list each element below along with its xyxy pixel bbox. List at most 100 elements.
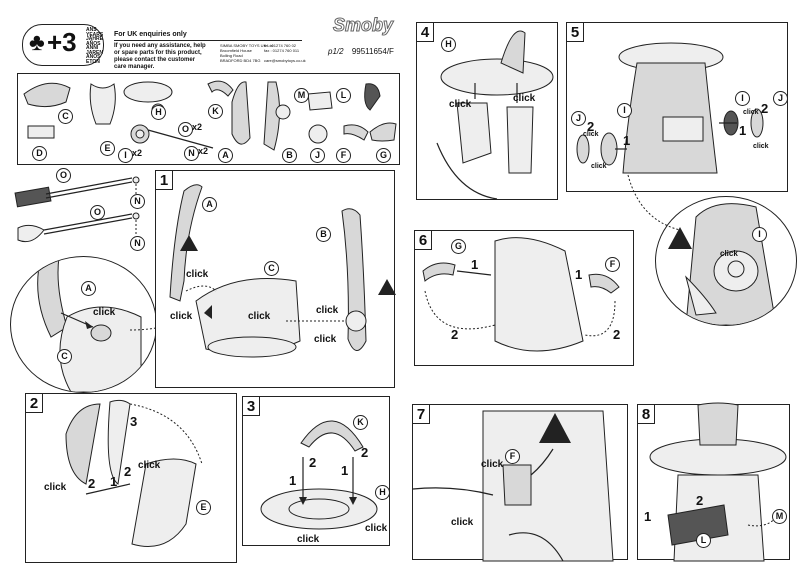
step-4-click-2: click	[513, 93, 536, 104]
part-label-j: J	[310, 148, 325, 163]
step-2-arrow-3: 3	[130, 414, 138, 429]
inset-click-label: click	[93, 307, 116, 318]
step-7-label-f: F	[505, 449, 520, 464]
warning-icon: !	[180, 235, 198, 251]
inset-pull-toys: O N O N	[10, 168, 150, 251]
step-3-click-2: click	[365, 523, 388, 534]
part-label-g: G	[376, 148, 391, 163]
step-8-panel: 8 M L 1 2	[637, 402, 790, 562]
step-1-click-4: click	[316, 305, 339, 316]
step-1-label-a: A	[202, 197, 217, 212]
uk-phones: tel : 01274 760 02 fax : 01274 760 011 c…	[264, 43, 306, 63]
part-label-h: H	[151, 105, 166, 120]
step-2-arrow-1: 1	[110, 474, 118, 489]
step-5-arrow-1b: 1	[739, 123, 747, 138]
step-1-click-3: click	[248, 311, 271, 322]
part-label-l: L	[336, 88, 351, 103]
inset-i-click: click	[720, 249, 738, 258]
inset-label-c: C	[57, 349, 72, 364]
part-label-a: A	[218, 148, 233, 163]
warning-icon: !	[539, 413, 571, 443]
part-label-k: K	[208, 104, 223, 119]
step-4-panel: 4 H click click	[416, 22, 558, 200]
step-4-drawing	[436, 30, 554, 200]
child-icon: ♣	[29, 29, 45, 56]
step-5-panel: 5 J I I J 2 1 1 2 click click click clic…	[566, 22, 788, 192]
step-3-arrow-1a: 1	[289, 473, 297, 488]
inset-label-a: A	[81, 281, 96, 296]
part-label-c: C	[58, 109, 73, 124]
part-qty-i: x2	[132, 148, 143, 158]
step-4-click-1: click	[449, 99, 472, 110]
step-4-number: 4	[416, 22, 434, 42]
step-3-label-h: H	[375, 485, 390, 500]
part-label-f: F	[336, 148, 351, 163]
part-label-b: B	[282, 148, 297, 163]
step-1-label-c: C	[264, 261, 279, 276]
part-label-i: I	[118, 148, 133, 163]
step-6-arrow-1a: 1	[471, 257, 479, 272]
step-8-label-l: L	[696, 533, 711, 548]
step-5-number: 5	[566, 22, 584, 42]
step-5-click-4: click	[753, 143, 769, 150]
step-1-click-2: click	[170, 311, 193, 322]
step-5-label-i-right: I	[735, 91, 750, 106]
step-6-label-f: F	[605, 257, 620, 272]
inset-label-o-top: O	[56, 168, 71, 183]
step-5-arrow-1a: 1	[623, 133, 631, 148]
step-3-number: 3	[242, 396, 260, 416]
step-3-arrow-1b: 1	[341, 463, 349, 478]
age-words: ANS YEARS JAHRE AÑOS ANNI JAREN ANOS ΕΤΩ…	[86, 27, 104, 65]
step-2-label-e: E	[196, 500, 211, 515]
age-badge: ♣ +3 ANS YEARS JAHRE AÑOS ANNI JAREN ANO…	[22, 24, 104, 66]
uk-divider	[114, 40, 302, 41]
step-7-panel: 7 F click click !	[412, 404, 628, 562]
step-2-click-1: click	[44, 482, 67, 493]
part-label-m: M	[294, 88, 309, 103]
inset-label-o-bottom: O	[90, 205, 105, 220]
step-1-number: 1	[155, 170, 173, 190]
uk-address: SIMBA SMOBY TOYS UK Ltd Broomfield House…	[220, 43, 273, 63]
step-2-panel: 2 E click click 1 2 2 3	[25, 393, 237, 563]
product-ref: p1/2 99511654/F	[328, 47, 394, 56]
step-7-drawing	[412, 410, 614, 562]
step-3-arrow-2b: 2	[361, 445, 369, 460]
step-2-number: 2	[25, 393, 43, 413]
uk-title: For UK enquiries only	[114, 31, 187, 38]
step-6-arrow-2a: 2	[451, 327, 459, 342]
step-1-drawing	[169, 184, 367, 358]
part-qty-n: x2	[198, 146, 209, 156]
step-8-arrow-2: 2	[696, 493, 704, 508]
inset-label-n-top: N	[130, 194, 145, 209]
step-1-panel: 1 A B C ! ! click click click click clic…	[155, 170, 396, 388]
step-7-click-2: click	[451, 517, 474, 528]
step-7-number: 7	[412, 404, 430, 424]
step-6-number: 6	[414, 230, 432, 250]
step-8-arrow-1: 1	[644, 509, 652, 524]
step-7-click-1: click	[481, 459, 504, 470]
step-8-label-m: M	[772, 509, 787, 524]
step-1-click-1: click	[186, 269, 209, 280]
step-5-label-i-left: I	[617, 103, 632, 118]
parts-panel: C D E H I x2 K A B M J L F G O x2 N x2	[17, 73, 400, 165]
step-2-click-2: click	[138, 460, 161, 471]
step-5-click-3: click	[743, 109, 759, 116]
age-badge-text: +3	[47, 27, 77, 57]
step-3-drawing	[260, 420, 378, 530]
step-3-click-1: click	[297, 534, 320, 545]
part-label-d: D	[32, 146, 47, 161]
step-6-panel: 6 G F 1 1 2 2	[414, 230, 634, 366]
step-2-arrow-2: 2	[88, 476, 96, 491]
step-8-drawing	[649, 402, 787, 562]
inset-circle-i: I click !	[655, 196, 797, 326]
step-6-arrow-1b: 1	[575, 267, 583, 282]
part-qty-o: x2	[192, 122, 203, 132]
step-2-arrow-2b: 2	[124, 464, 132, 479]
part-label-e: E	[100, 141, 115, 156]
step-5-label-j-left: J	[571, 111, 586, 126]
step-6-arrow-2b: 2	[613, 327, 621, 342]
step-5-arrow-2b: 2	[761, 101, 769, 116]
step-5-label-j-right: J	[773, 91, 788, 106]
step-5-drawing	[576, 42, 764, 174]
step-3-label-k: K	[353, 415, 368, 430]
